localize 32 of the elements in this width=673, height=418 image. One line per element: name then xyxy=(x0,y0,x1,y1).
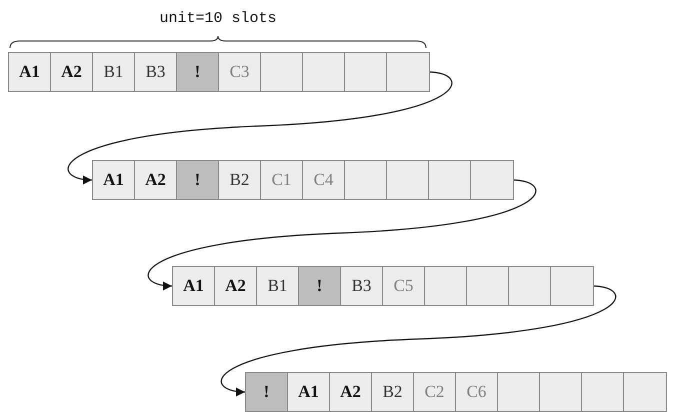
slot: B2 xyxy=(219,161,261,199)
slot: B3 xyxy=(135,53,177,91)
slot: C6 xyxy=(456,373,498,411)
slot: B2 xyxy=(372,373,414,411)
slot: A2 xyxy=(135,161,177,199)
marked-slot: ! xyxy=(299,267,341,305)
slot: A1 xyxy=(288,373,330,411)
slot: B3 xyxy=(341,267,383,305)
slot: C2 xyxy=(414,373,456,411)
slot: A1 xyxy=(93,161,135,199)
curved-arrow xyxy=(68,71,452,184)
slot: A1 xyxy=(9,53,51,91)
slot: A2 xyxy=(51,53,93,91)
slot: B1 xyxy=(93,53,135,91)
slot: C4 xyxy=(303,161,345,199)
slot: C1 xyxy=(261,161,303,199)
span-label: unit=10 slots xyxy=(160,10,277,27)
slot-row xyxy=(92,160,514,200)
marked-slot: ! xyxy=(246,373,288,411)
slot: C5 xyxy=(383,267,425,305)
slot-row xyxy=(245,372,667,412)
marked-slot: ! xyxy=(177,53,219,91)
slot: A1 xyxy=(173,267,215,305)
slot: A2 xyxy=(330,373,372,411)
curved-arrow xyxy=(148,179,536,290)
slot: B1 xyxy=(257,267,299,305)
curved-arrow xyxy=(221,285,616,396)
slot: A2 xyxy=(215,267,257,305)
marked-slot: ! xyxy=(177,161,219,199)
slot: C3 xyxy=(219,53,261,91)
slot-row xyxy=(8,52,430,92)
slot-row xyxy=(172,266,594,306)
